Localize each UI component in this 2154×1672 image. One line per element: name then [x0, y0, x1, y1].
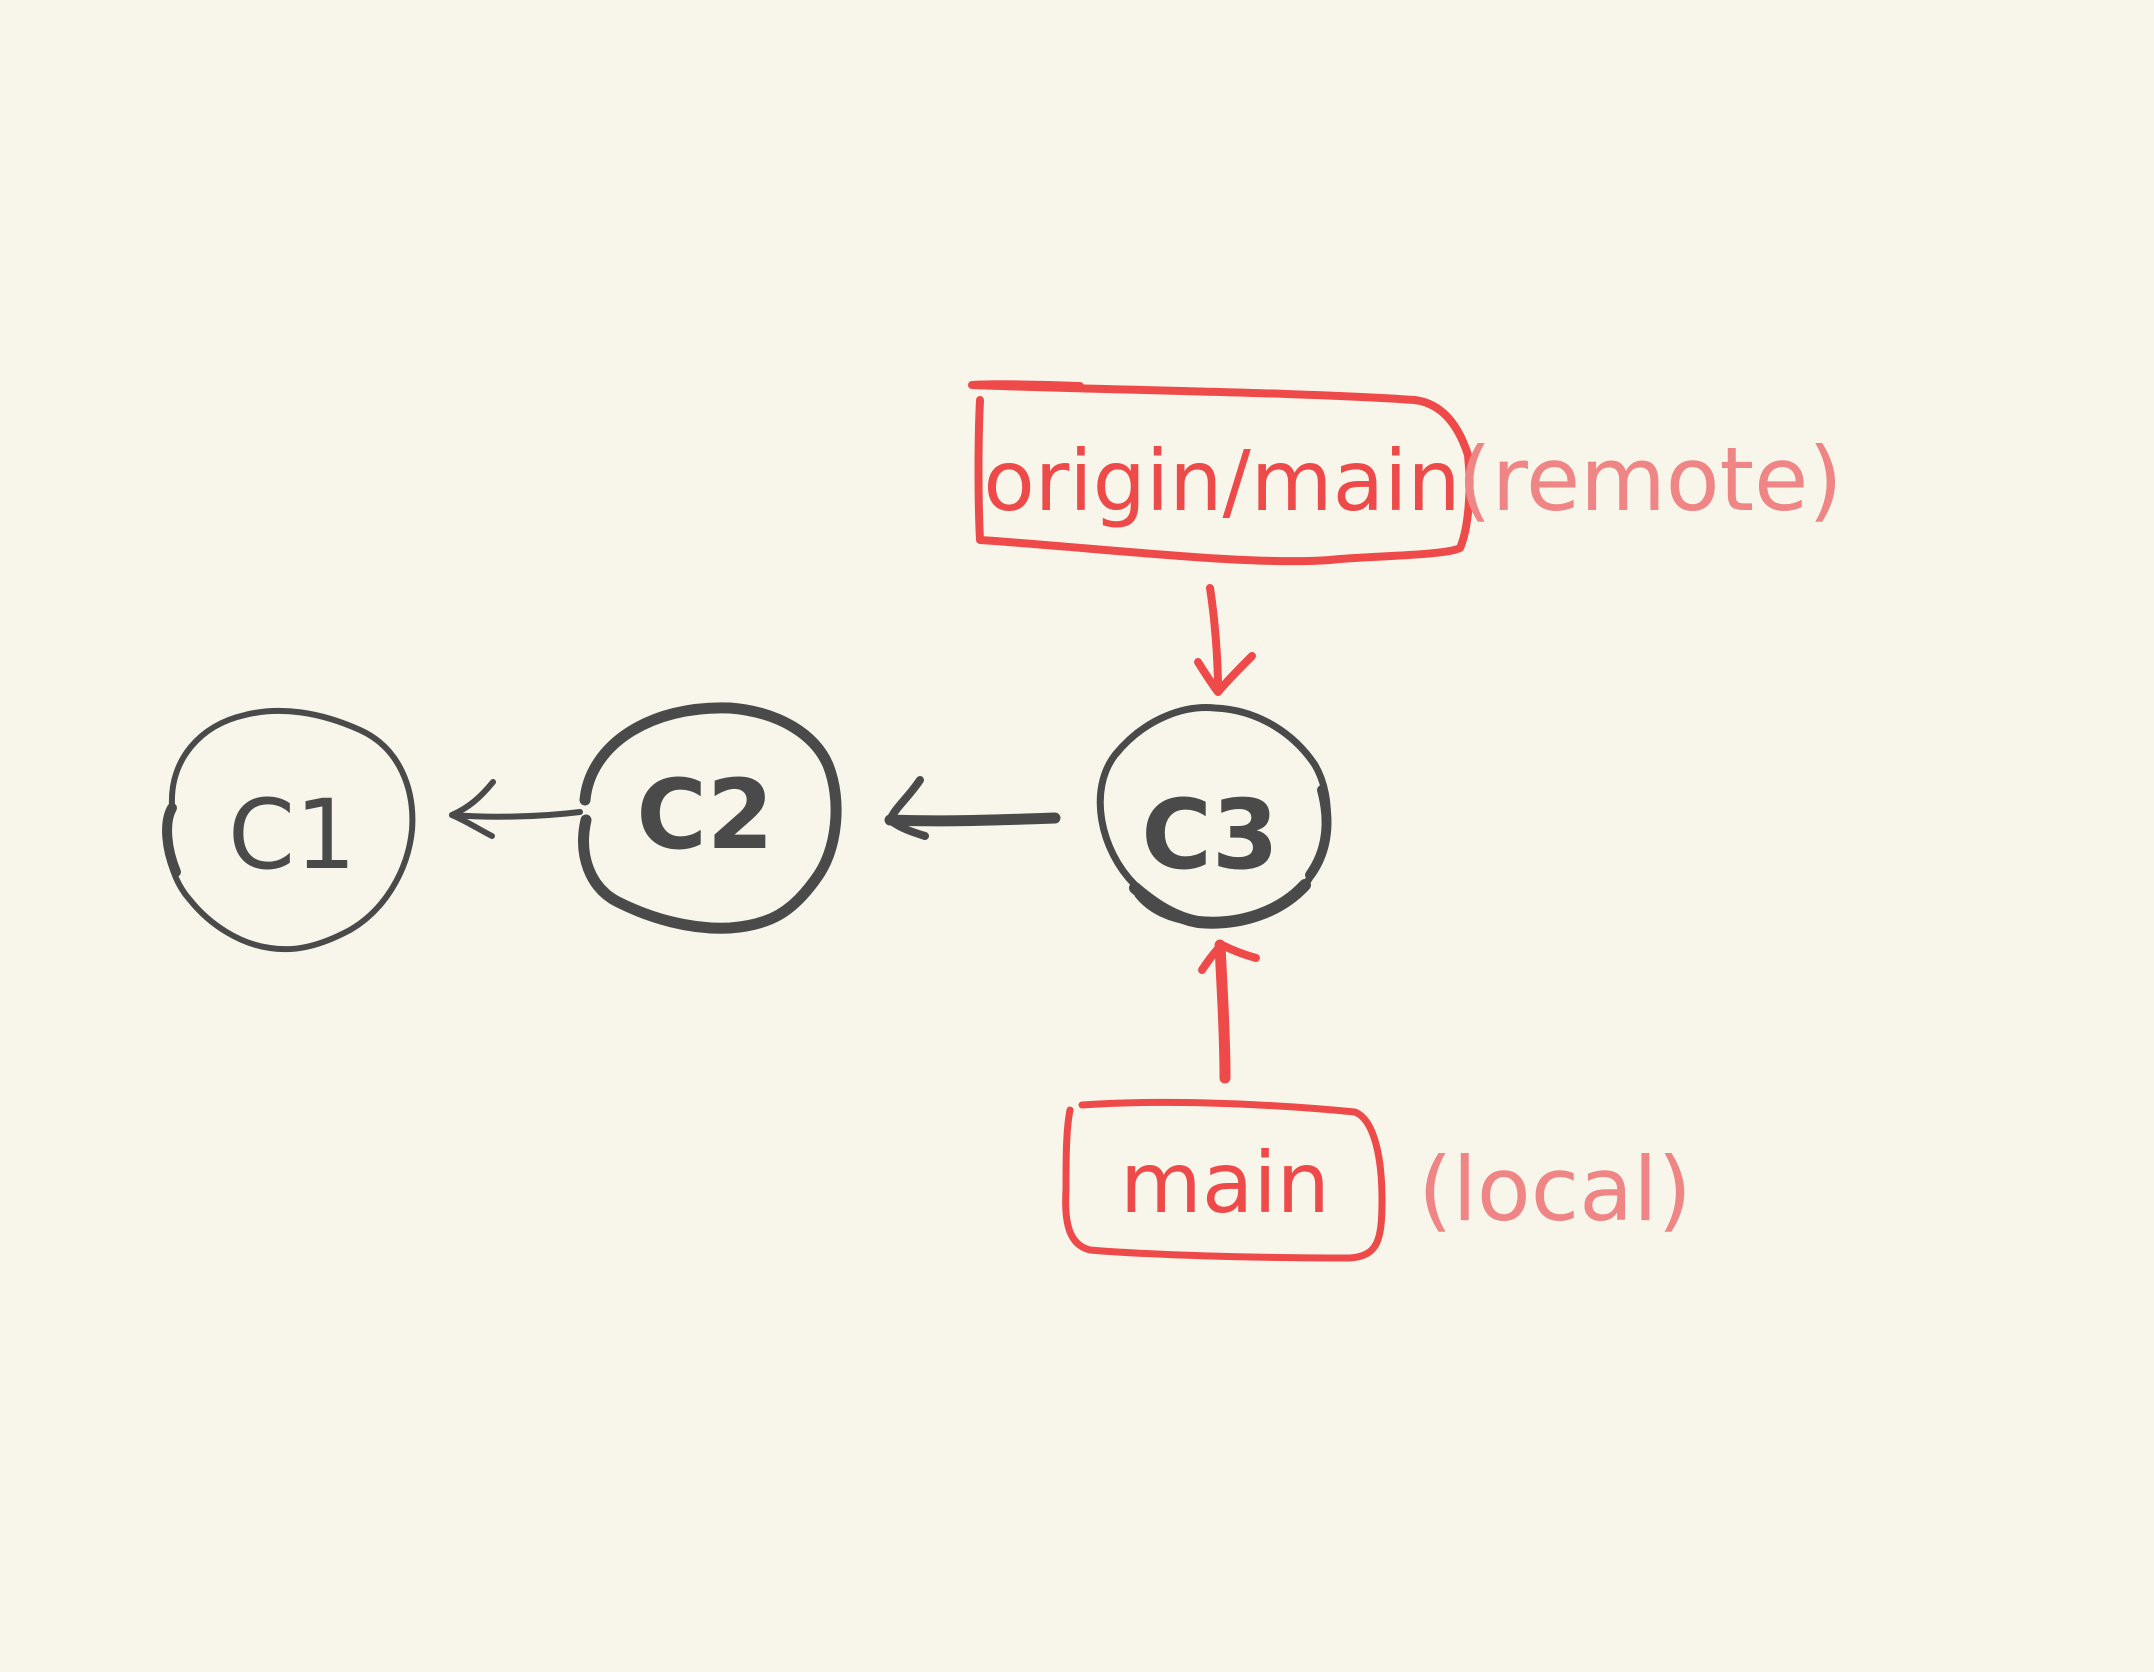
commit-c3-label: C3 — [1141, 779, 1278, 891]
arrow-c2-to-c1 — [449, 779, 583, 839]
remote-branch-label: origin/main — [983, 432, 1460, 530]
local-branch-box — [1062, 1098, 1386, 1262]
remote-branch-note: (remote) — [1457, 428, 1842, 531]
commit-c2: C2 — [578, 702, 842, 934]
remote-branch-box — [968, 380, 1474, 566]
remote-branch: origin/main (remote) — [968, 380, 1843, 566]
arrow-remote-to-c3 — [1194, 584, 1256, 696]
arrow-c3-to-c2 — [884, 776, 1061, 840]
local-branch-note: (local) — [1418, 1138, 1692, 1241]
local-branch: main (local) — [1062, 1098, 1692, 1262]
arrow-local-to-c3 — [1198, 939, 1260, 1084]
commit-c3: C3 — [1096, 704, 1332, 929]
commit-c1-circle — [164, 707, 416, 953]
local-branch-label: main — [1120, 1134, 1330, 1232]
commit-c1: C1 — [162, 707, 416, 953]
commit-c1-label: C1 — [228, 779, 356, 891]
commit-c2-label: C2 — [636, 759, 773, 871]
commit-c2-circle — [578, 702, 842, 934]
